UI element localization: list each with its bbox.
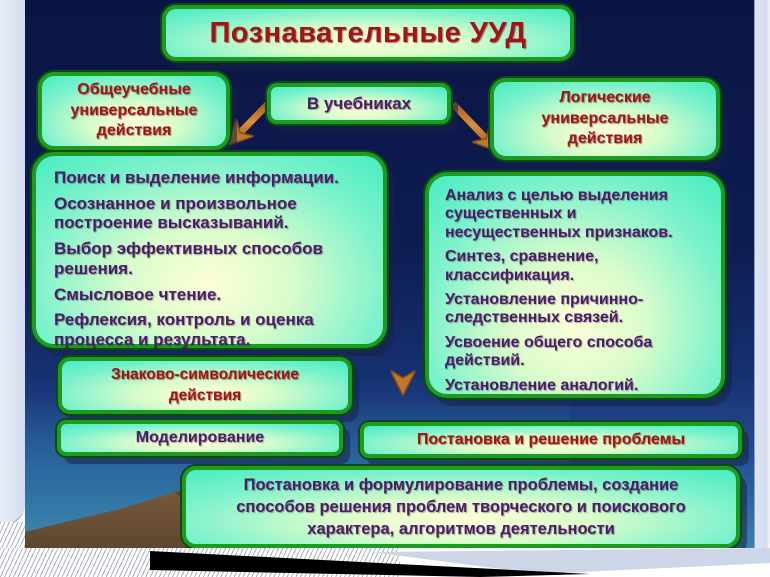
list-item: Осознанное и произвольное построение выс… — [54, 193, 297, 233]
arrow-down-right-icon — [450, 101, 493, 146]
box-problem-setting: Постановка и решение проблемы — [360, 422, 742, 458]
left-margin-strip — [0, 0, 25, 526]
bottom-decoration-band — [0, 548, 770, 577]
list-item: Установление причинно-следственных связе… — [445, 290, 644, 327]
list-item: Анализ с целью выделения существенных и … — [445, 187, 673, 241]
slide-title: Познавательные УУД — [162, 5, 574, 61]
list-logical-actions: Анализ с целью выделения существенных и … — [425, 172, 725, 398]
list-item: Смысловое чтение. — [54, 284, 222, 304]
box-problem-description: Постановка и формулирование проблемы, со… — [182, 466, 740, 548]
right-margin-strip — [754, 0, 770, 548]
arrow-down-left-icon — [233, 101, 271, 140]
box-modeling: Моделирование — [57, 420, 343, 456]
box-logical-actions: Логические универсальные действия — [490, 78, 720, 160]
list-general-actions: Поиск и выделение информации. Осознанное… — [32, 152, 387, 350]
box-sign-symbolic-actions: Знаково-символические действия — [58, 357, 352, 414]
box-in-textbooks: В учебниках — [267, 83, 451, 124]
list-item: Рефлексия, контроль и оценка процесса и … — [54, 310, 314, 350]
list-item: Поиск и выделение информации. — [54, 168, 339, 187]
box-general-learning-actions: Общеучебные универсальные действия — [38, 72, 230, 150]
list-item: Усвоение общего способа действий. — [445, 333, 653, 370]
list-item: Выбор эффективных способов решения. — [54, 239, 323, 278]
slide-content-area: Познавательные УУД Общеучебные универсал… — [25, 0, 755, 548]
list-item: Синтез, сравнение, классификация. — [445, 248, 599, 284]
list-item: Установление аналогий. — [445, 376, 639, 394]
